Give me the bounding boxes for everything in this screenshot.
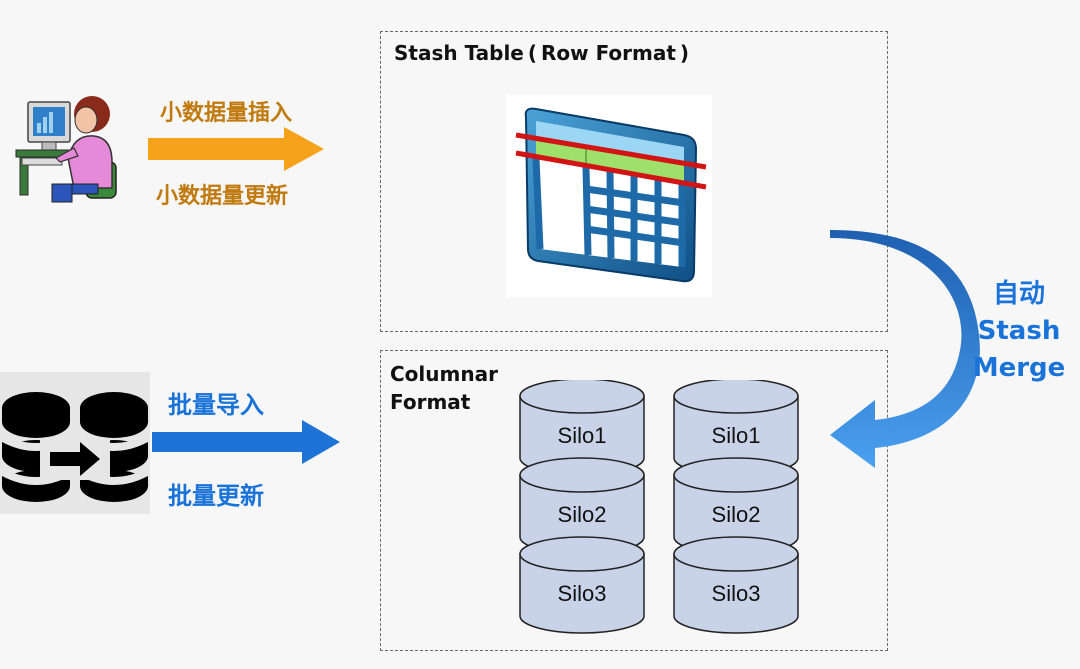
small-data-insert-label: 小数据量插入 [160,101,293,126]
bulk-import-label: 批量导入 [168,391,264,419]
bulk-data-arrow [152,420,340,464]
merge-label-line2: Stash [977,316,1061,346]
columnar-format-title-line2: Format [390,390,471,414]
small-data-arrow [148,127,324,171]
silo-cylinder-left-1: Silo1 [519,380,645,476]
stash-table-title: Stash Table ( Row Format ) [394,41,690,65]
stash-table-box [380,31,888,332]
silo-label: Silo3 [558,581,607,606]
merge-label-line1: 自动 [992,279,1045,309]
merge-arrow [820,230,980,470]
silo-label: Silo2 [712,502,761,527]
silo-cylinder-right-1: Silo1 [673,380,799,476]
silo-cylinder-left-3: Silo3 [519,536,645,634]
small-data-update-label: 小数据量更新 [156,184,289,209]
silo-cylinder-right-3: Silo3 [673,536,799,634]
database-transfer-icon [0,372,150,514]
silo-label: Silo1 [558,423,607,448]
columnar-format-title-line1: Columnar [390,362,498,386]
columnar-format-box [380,350,888,651]
merge-label-line3: Merge [972,353,1066,383]
silo-label: Silo1 [712,423,761,448]
table-grid-icon [506,95,712,297]
person-at-computer-icon [12,92,124,204]
silo-label: Silo3 [712,581,761,606]
bulk-update-label: 批量更新 [168,482,264,510]
silo-cylinder-right-2: Silo2 [673,457,799,555]
merge-label: 自动 Stash Merge [966,276,1072,387]
silo-label: Silo2 [558,502,607,527]
